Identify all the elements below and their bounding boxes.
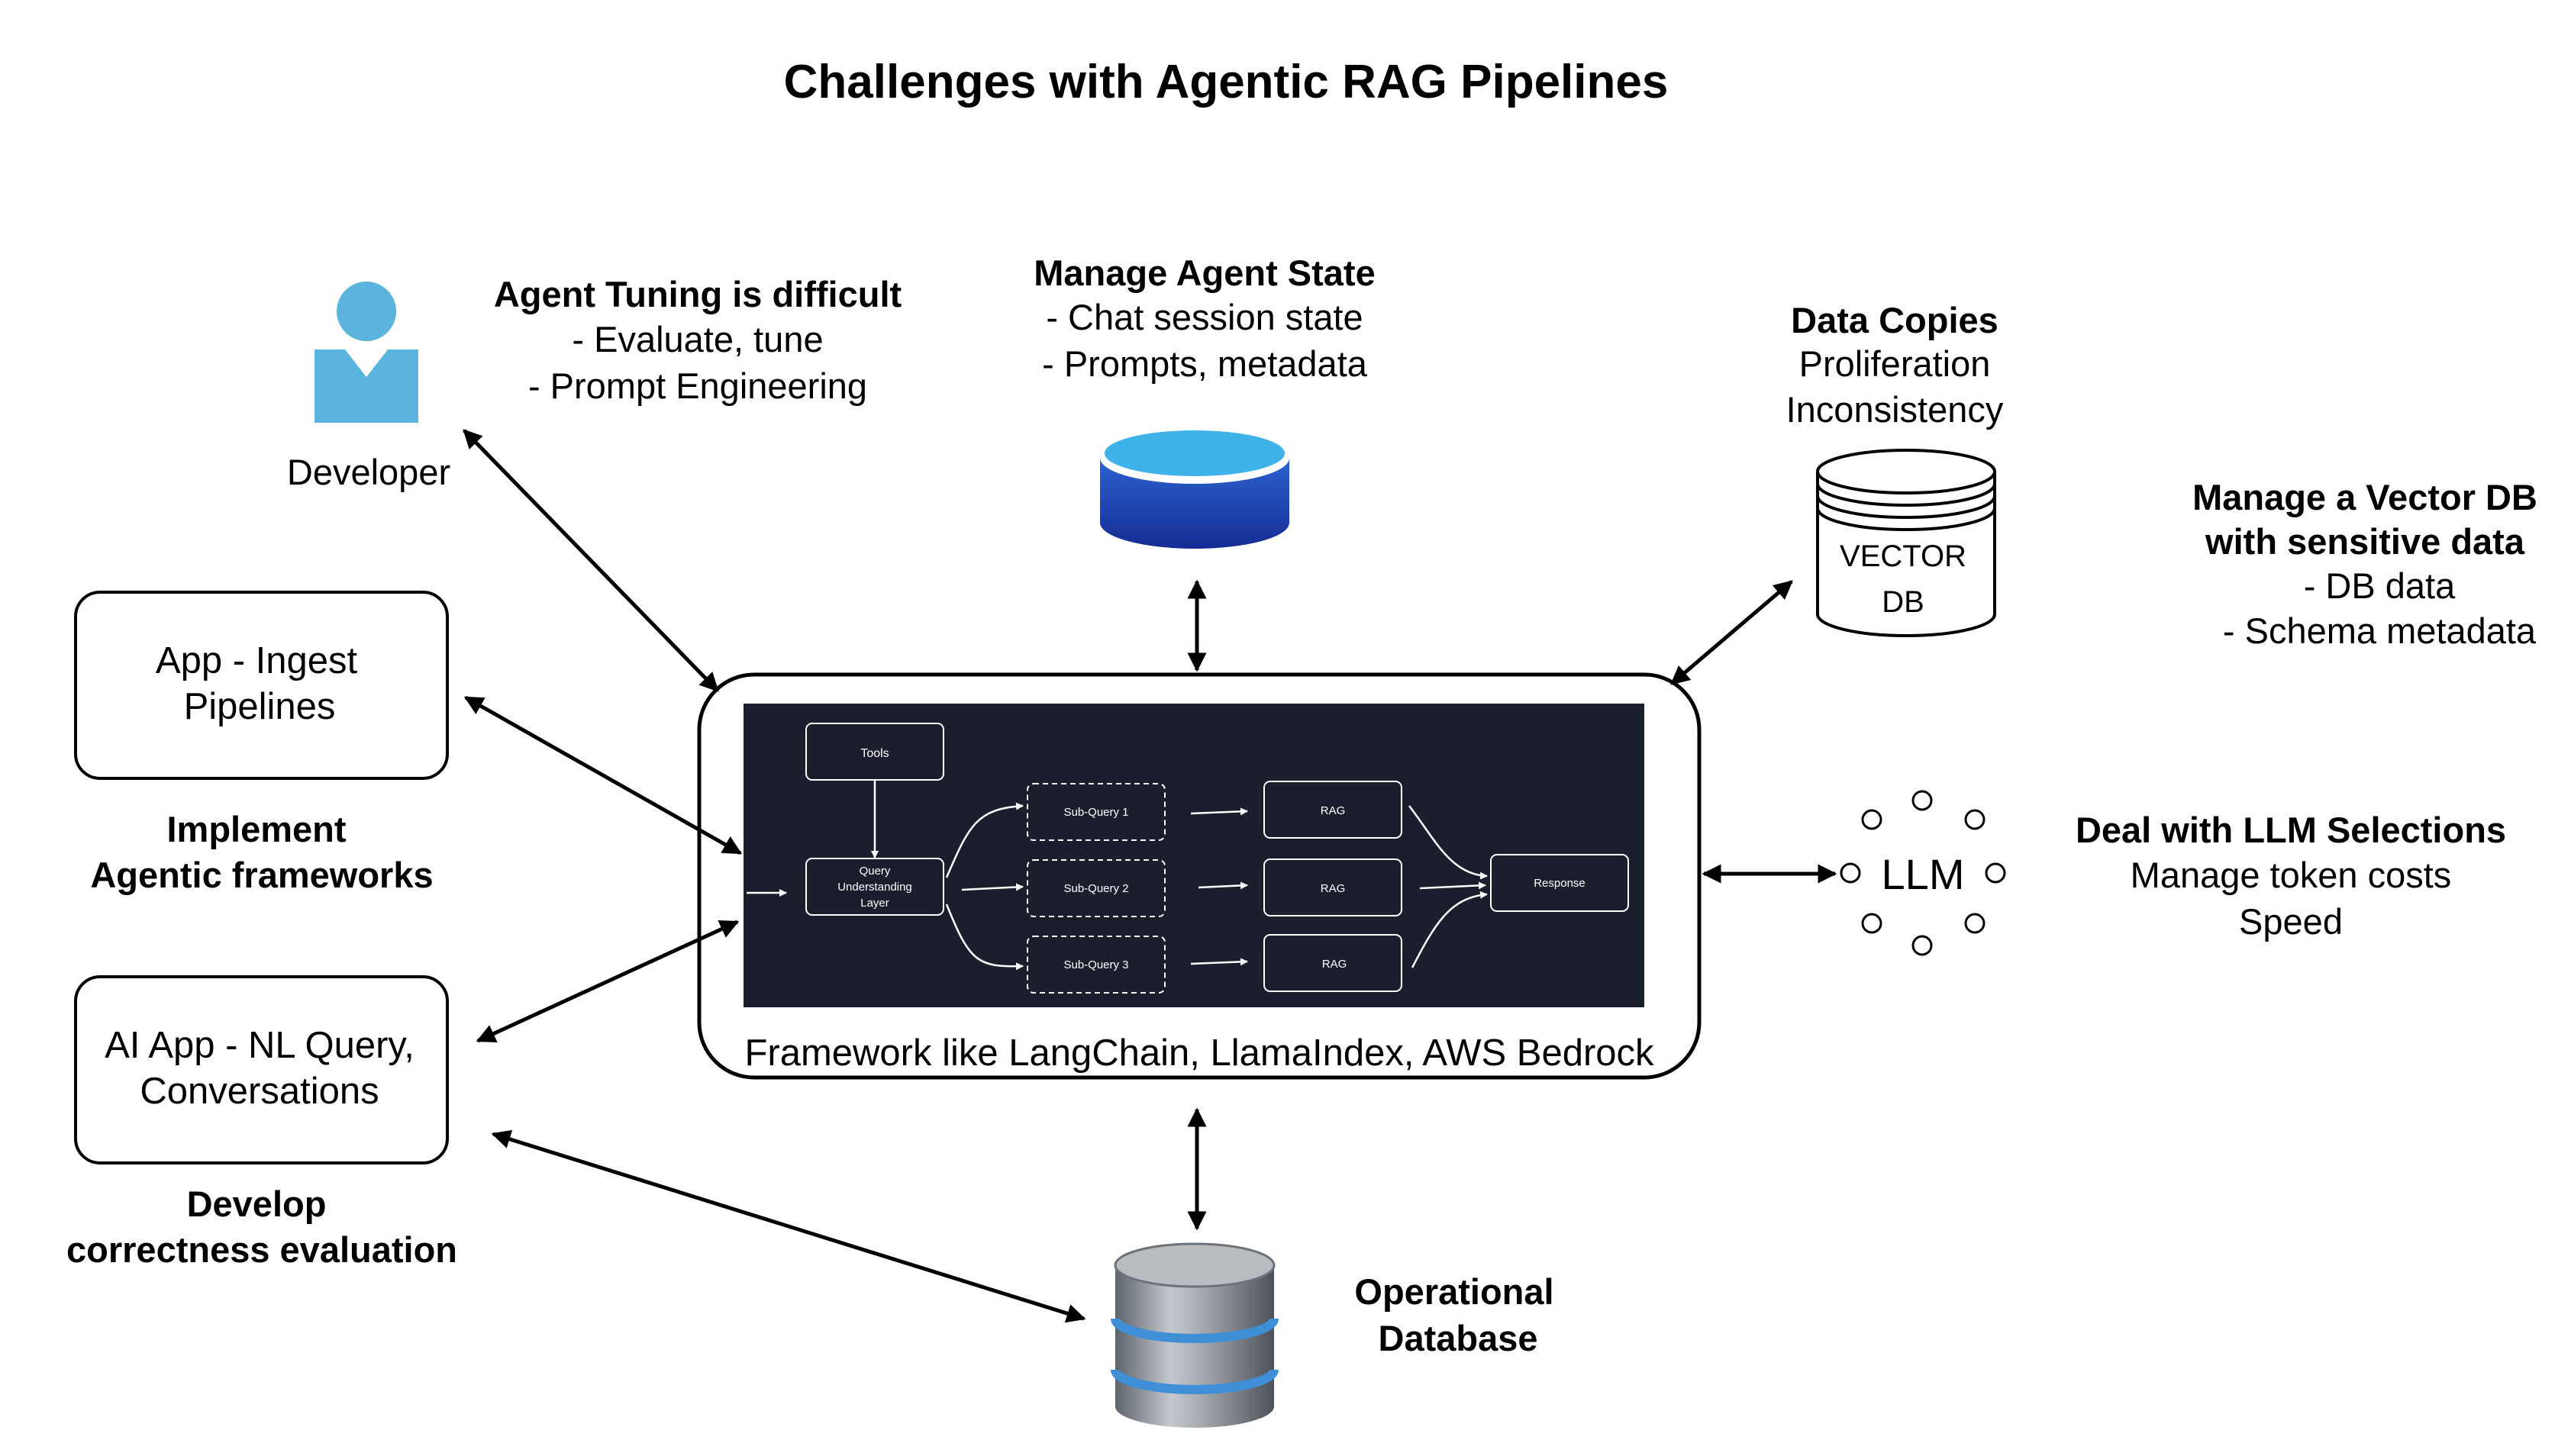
- data-copies-line-2: Inconsistency: [1786, 389, 2004, 430]
- sub-query-1-label: Sub-Query 1: [1063, 806, 1128, 819]
- vector-db-line-2: - Schema metadata: [2223, 610, 2537, 651]
- vector-db-line-1: - DB data: [2304, 565, 2456, 606]
- page-title: Challenges with Agentic RAG Pipelines: [784, 56, 1669, 108]
- ai-app-caption-line-2: correctness evaluation: [66, 1229, 457, 1270]
- vector-db-heading-line-1: Manage a Vector DB: [2192, 477, 2537, 517]
- llm-heading: Deal with LLM Selections: [2076, 810, 2506, 850]
- arrow-aiapp-opdb: [493, 1134, 1084, 1319]
- operational-db-line-1: Operational: [1354, 1271, 1553, 1312]
- llm-line-1: Manage token costs: [2131, 855, 2452, 895]
- agent-state-line-2: - Prompts, metadata: [1042, 343, 1368, 384]
- sub-query-3-label: Sub-Query 3: [1063, 958, 1128, 971]
- query-node-line-1: Query: [860, 865, 891, 878]
- state-database-icon: [1100, 430, 1289, 549]
- agent-state-line-1: - Chat session state: [1046, 297, 1363, 337]
- operational-db-line-2: Database: [1379, 1318, 1538, 1358]
- ingest-box-line-2: Pipelines: [184, 686, 336, 727]
- vector-db-label-line-2: DB: [1882, 585, 1924, 619]
- rag-2-label: RAG: [1321, 882, 1346, 895]
- vector-db-heading-line-2: with sensitive data: [2205, 521, 2525, 562]
- developer-label: Developer: [287, 452, 450, 492]
- ai-app-box-line-2: Conversations: [140, 1071, 379, 1112]
- arrow-developer-framework: [464, 430, 718, 691]
- sub-query-2-label: Sub-Query 2: [1063, 882, 1128, 895]
- vector-db-label-line-1: VECTOR: [1840, 540, 1966, 573]
- framework-caption: Framework like LangChain, LlamaIndex, AW…: [744, 1032, 1654, 1074]
- query-node-line-2: Understanding: [837, 881, 912, 894]
- agent-tuning-line-2: - Prompt Engineering: [528, 366, 867, 406]
- llm-label: LLM: [1882, 850, 1965, 898]
- data-copies-line-1: Proliferation: [1799, 343, 1991, 384]
- agent-tuning-heading: Agent Tuning is difficult: [494, 274, 902, 314]
- developer-icon: [315, 282, 418, 423]
- response-label: Response: [1534, 877, 1586, 890]
- arrow-vectordb-framework: [1672, 581, 1792, 684]
- agent-tuning-line-1: - Evaluate, tune: [572, 319, 823, 359]
- ingest-pipelines-box: [76, 592, 447, 778]
- rag-1-label: RAG: [1321, 804, 1346, 817]
- rag-3-label: RAG: [1322, 958, 1347, 971]
- ingest-box-line-1: App - Ingest: [156, 640, 358, 681]
- query-node-line-3: Layer: [860, 897, 889, 910]
- ai-app-caption-line-1: Develop: [187, 1184, 327, 1224]
- operational-database-icon: [1115, 1244, 1274, 1428]
- ingest-caption-line-2: Agentic frameworks: [90, 855, 433, 895]
- ai-app-box: [76, 977, 447, 1163]
- tools-node-label: Tools: [860, 747, 889, 760]
- data-copies-heading: Data Copies: [1791, 300, 1998, 340]
- ingest-caption-line-1: Implement: [166, 809, 346, 849]
- agent-state-heading: Manage Agent State: [1034, 253, 1375, 293]
- llm-line-2: Speed: [2239, 901, 2343, 942]
- ai-app-box-line-1: AI App - NL Query,: [105, 1025, 415, 1066]
